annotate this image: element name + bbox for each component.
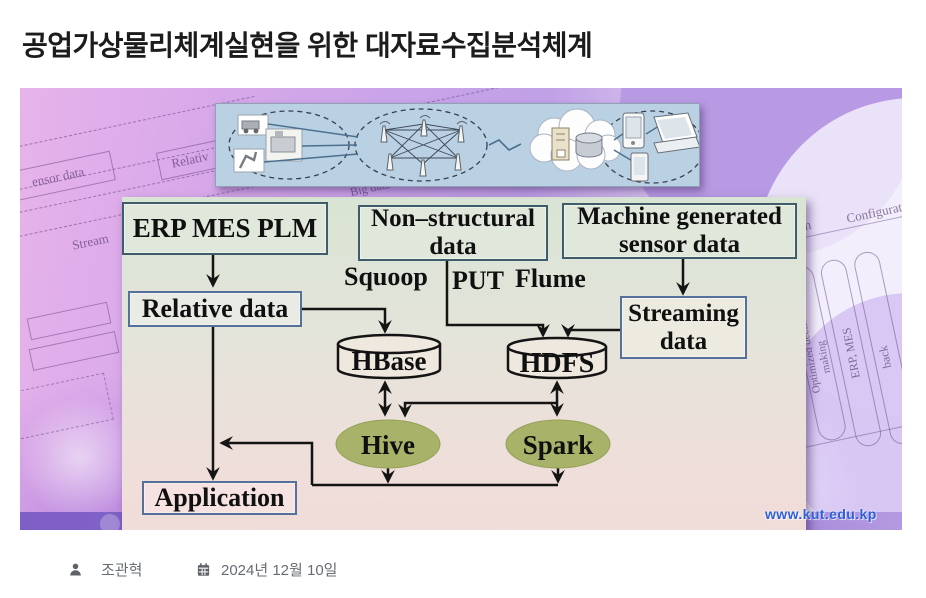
iot-strip-art xyxy=(228,108,705,184)
site-watermark: www.kut.edu.kp xyxy=(765,506,877,522)
hive-label: Hive xyxy=(361,430,415,460)
spark-ellipse xyxy=(505,419,611,469)
spark-label: Spark xyxy=(523,430,594,460)
hive-ellipse xyxy=(335,419,441,469)
flume-label: Flume xyxy=(515,264,586,293)
streaming-data-box: Streaming data xyxy=(620,296,747,359)
antenna-icons xyxy=(379,115,468,177)
person-icon xyxy=(68,562,83,577)
date-row: 2024년 12월 10일 xyxy=(196,558,337,580)
application-box: Application xyxy=(142,481,297,515)
cloud-icon xyxy=(529,108,622,172)
device-icons xyxy=(622,112,701,182)
publish-date: 2024년 12월 10일 xyxy=(221,561,338,579)
diagram-connectors: HBase HDFS Hive Spark xyxy=(206,255,690,487)
author-row: 조관혁 xyxy=(68,558,142,580)
hdfs-cylinder xyxy=(506,336,608,380)
author-name: 조관혁 xyxy=(101,561,143,579)
non-structural-data-box: Non–structural data xyxy=(358,205,548,261)
hbase-label: HBase xyxy=(351,346,426,376)
hbase-cylinder xyxy=(336,333,442,380)
iot-strip-illustration xyxy=(215,103,705,187)
put-label: PUT xyxy=(452,266,504,295)
ghost-box-relative: Relativ xyxy=(155,139,225,181)
hdfs-label: HDFS xyxy=(520,348,595,379)
erp-mes-plm-box: ERP MES PLM xyxy=(122,202,328,255)
machine-icons xyxy=(233,114,303,173)
relative-data-box: Relative data xyxy=(128,291,302,327)
squoop-label: Squoop xyxy=(344,262,428,291)
calendar-icon xyxy=(196,562,211,577)
architecture-diagram: HBase HDFS Hive Spark ERP MES PLM Non–st… xyxy=(122,197,806,530)
machine-generated-sensor-data-box: Machine generated sensor data xyxy=(562,203,797,259)
ghost-text-stream: Stream xyxy=(70,230,110,253)
page-title: 공업가상물리체계실현을 위한 대자료수집분석체계 xyxy=(22,30,593,61)
figure-image: Relativ ensor data Stream Big data on Co… xyxy=(20,88,902,530)
bg-blob xyxy=(20,398,140,518)
